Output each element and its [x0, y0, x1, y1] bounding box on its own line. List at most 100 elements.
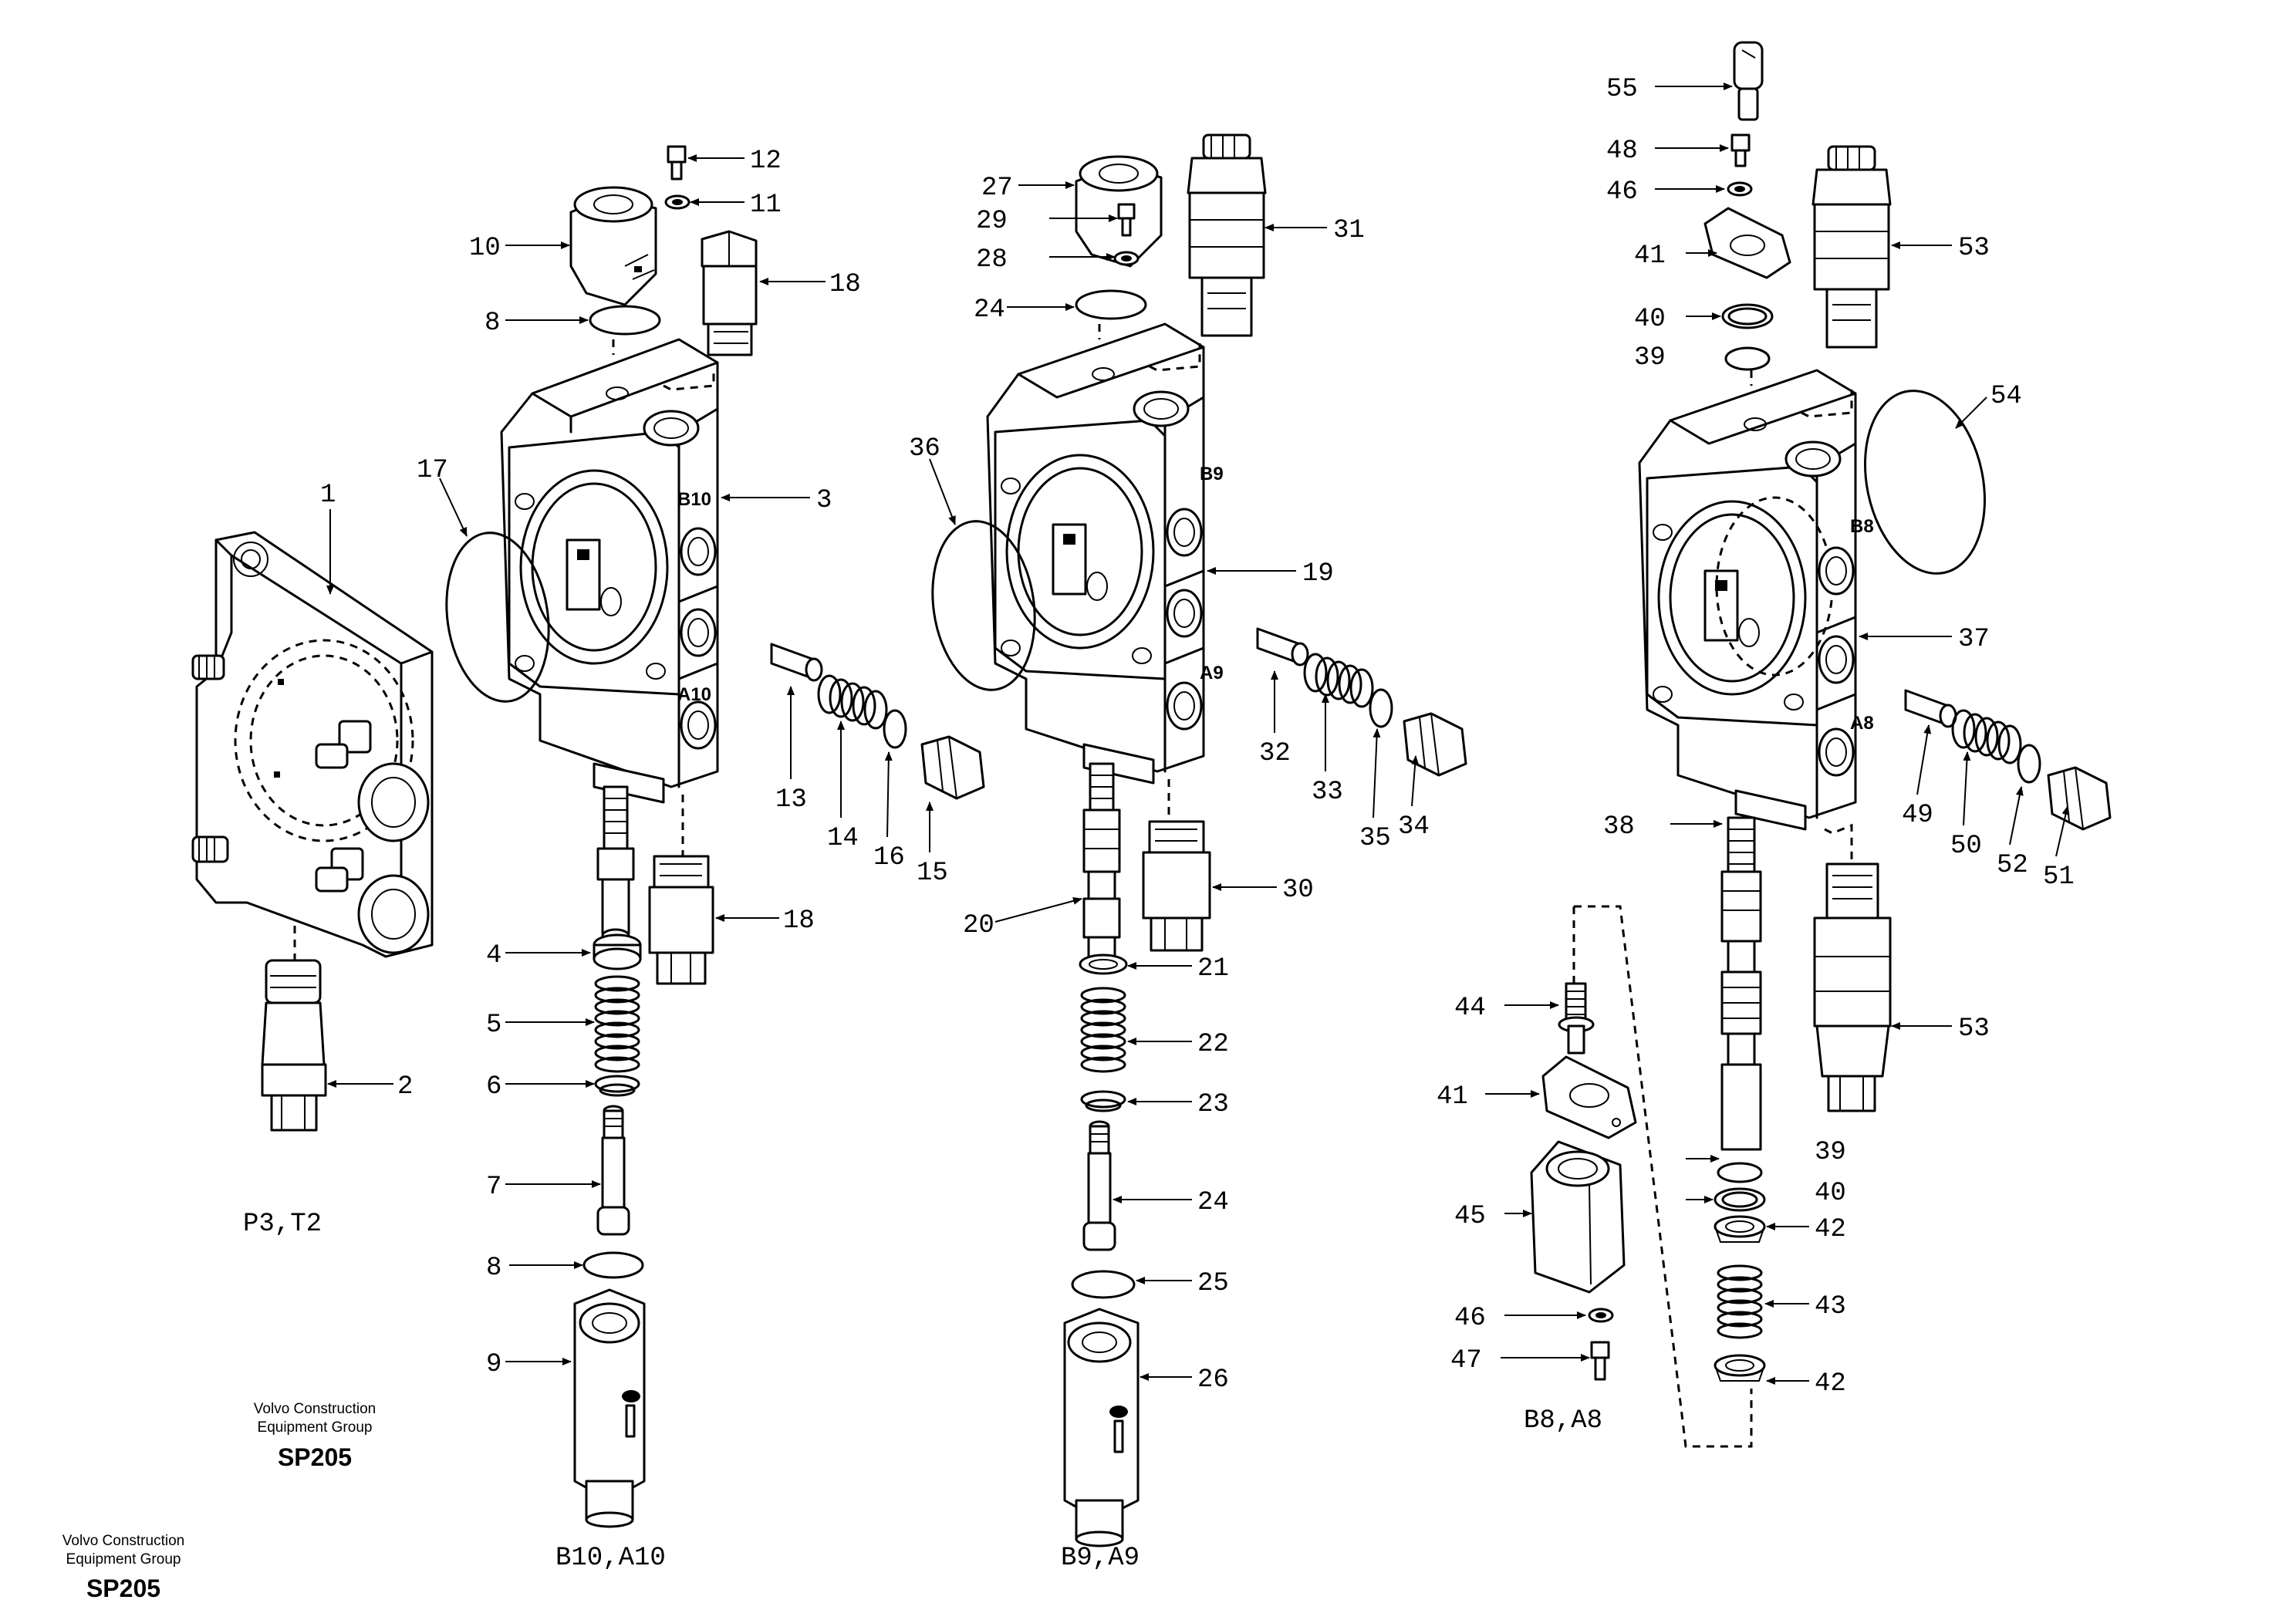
washer-item-11 [664, 194, 690, 210]
o-ring-item-8-bottom [582, 1251, 644, 1279]
callout-8-bottom: 8 [486, 1254, 501, 1283]
screw-item-29 [1117, 203, 1136, 237]
housing-item-45 [1530, 1140, 1626, 1294]
spool-stack-b10 [596, 785, 635, 943]
callout-47: 47 [1450, 1346, 1482, 1375]
retainer-item-21 [1079, 953, 1128, 975]
port-mark-b10: B10 [677, 489, 711, 510]
port-mark-b9: B9 [1200, 464, 1224, 484]
callout-34: 34 [1398, 812, 1430, 842]
cover-item-26 [1063, 1308, 1140, 1547]
callout-51: 51 [2043, 862, 2075, 892]
callout-25: 25 [1197, 1269, 1229, 1298]
spring-item-33 [1303, 653, 1374, 708]
callout-17: 17 [417, 456, 448, 485]
callout-24-bottom: 24 [1197, 1188, 1229, 1217]
spring-item-50 [1951, 709, 2022, 764]
callout-8-top: 8 [485, 309, 500, 338]
washer-item-46-top [1727, 181, 1753, 197]
section-b9-a9: B9 A9 [931, 133, 1467, 1547]
callout-44: 44 [1454, 994, 1486, 1023]
o-ring-item-16 [883, 709, 907, 749]
valve-item-53-bottom [1813, 862, 1892, 1112]
caption-b8-a8: B8,A8 [1524, 1406, 1602, 1436]
callout-4: 4 [486, 941, 501, 970]
callout-53-top: 53 [1958, 234, 1990, 263]
retainer-item-4 [593, 933, 642, 970]
inlet-cover-assembly [191, 531, 434, 1132]
flange-item-41-top [1703, 207, 1791, 279]
brand-code: SP205 [86, 1574, 160, 1602]
callout-10: 10 [469, 234, 501, 263]
callout-53-bottom: 53 [1958, 1014, 1990, 1044]
fitting-right-bottom [315, 847, 364, 893]
o-ring-item-25 [1071, 1270, 1136, 1299]
callout-41-top: 41 [1634, 241, 1666, 271]
plug-item-15 [920, 735, 985, 800]
callout-16: 16 [873, 843, 905, 872]
callout-11: 11 [750, 191, 782, 220]
callout-42-top: 42 [1815, 1215, 1846, 1244]
callout-5: 5 [486, 1011, 501, 1040]
callout-2: 2 [397, 1072, 413, 1102]
seat-item-6 [594, 1075, 640, 1097]
caption-b10-a10: B10,A10 [555, 1544, 666, 1573]
callout-40-top: 40 [1634, 305, 1666, 334]
callout-46-top: 46 [1606, 177, 1638, 207]
fitting-top-left [191, 654, 225, 680]
plug-item-18-bottom [648, 855, 714, 985]
callout-6: 6 [486, 1072, 501, 1102]
callout-19: 19 [1302, 559, 1334, 589]
plug-item-55 [1733, 41, 1764, 121]
washer-item-46-bottom [1588, 1308, 1614, 1323]
callout-50: 50 [1950, 832, 1982, 861]
port-mark-b8: B8 [1850, 516, 1874, 537]
callout-12: 12 [750, 147, 782, 176]
fitting-mid-left [191, 835, 229, 863]
o-ring-item-39-top [1724, 346, 1771, 371]
valve-item-31 [1187, 133, 1267, 337]
spring-item-43 [1717, 1264, 1763, 1339]
ring-item-8-top [589, 305, 661, 336]
callout-49: 49 [1902, 801, 1933, 830]
screw-item-47 [1590, 1341, 1610, 1381]
callout-45: 45 [1454, 1202, 1486, 1231]
brand-block-center: Volvo Construction Equipment Group SP205 [254, 1401, 376, 1471]
brand-code: SP205 [278, 1443, 352, 1471]
port-mark-a10: A10 [677, 684, 711, 705]
washer-item-28 [1113, 251, 1140, 266]
spring-item-14 [817, 674, 888, 730]
callout-13: 13 [775, 785, 807, 815]
callout-1: 1 [320, 481, 336, 510]
callout-36: 36 [909, 434, 940, 464]
callout-numbers: 1 2 3 4 5 6 7 8 8 9 10 11 12 13 14 15 16… [320, 75, 2075, 1399]
callout-32: 32 [1259, 739, 1291, 768]
o-ring-item-52 [2017, 744, 2041, 784]
fitting-right-top [315, 720, 372, 769]
o-ring-item-39-bottom [1717, 1162, 1763, 1183]
callout-39-bottom: 39 [1815, 1138, 1846, 1167]
callout-24-top: 24 [974, 295, 1005, 325]
ring-item-40-bottom [1714, 1187, 1766, 1212]
callout-15: 15 [917, 859, 948, 888]
callout-20: 20 [963, 911, 994, 940]
callout-7: 7 [486, 1173, 501, 1202]
spool-item-20 [1082, 762, 1121, 958]
callout-52: 52 [1997, 851, 2028, 880]
port-mark-a8: A8 [1850, 713, 1874, 734]
callout-28: 28 [976, 245, 1008, 275]
callout-26: 26 [1197, 1365, 1229, 1395]
o-ring-item-35 [1369, 688, 1393, 728]
callout-18-top: 18 [829, 270, 861, 299]
port-mark-a9: A9 [1200, 663, 1224, 683]
leader-lines [326, 83, 2070, 1385]
section-b10-a10: B10 A10 [445, 145, 985, 1528]
valve-item-53-top [1811, 145, 1892, 349]
callout-39-top: 39 [1634, 343, 1666, 373]
brand-block-corner: Volvo Construction Equipment Group SP205 [62, 1533, 184, 1602]
callout-27: 27 [981, 174, 1013, 203]
callout-29: 29 [976, 207, 1008, 236]
callout-31: 31 [1333, 216, 1365, 245]
callout-41-bottom: 41 [1437, 1082, 1468, 1112]
